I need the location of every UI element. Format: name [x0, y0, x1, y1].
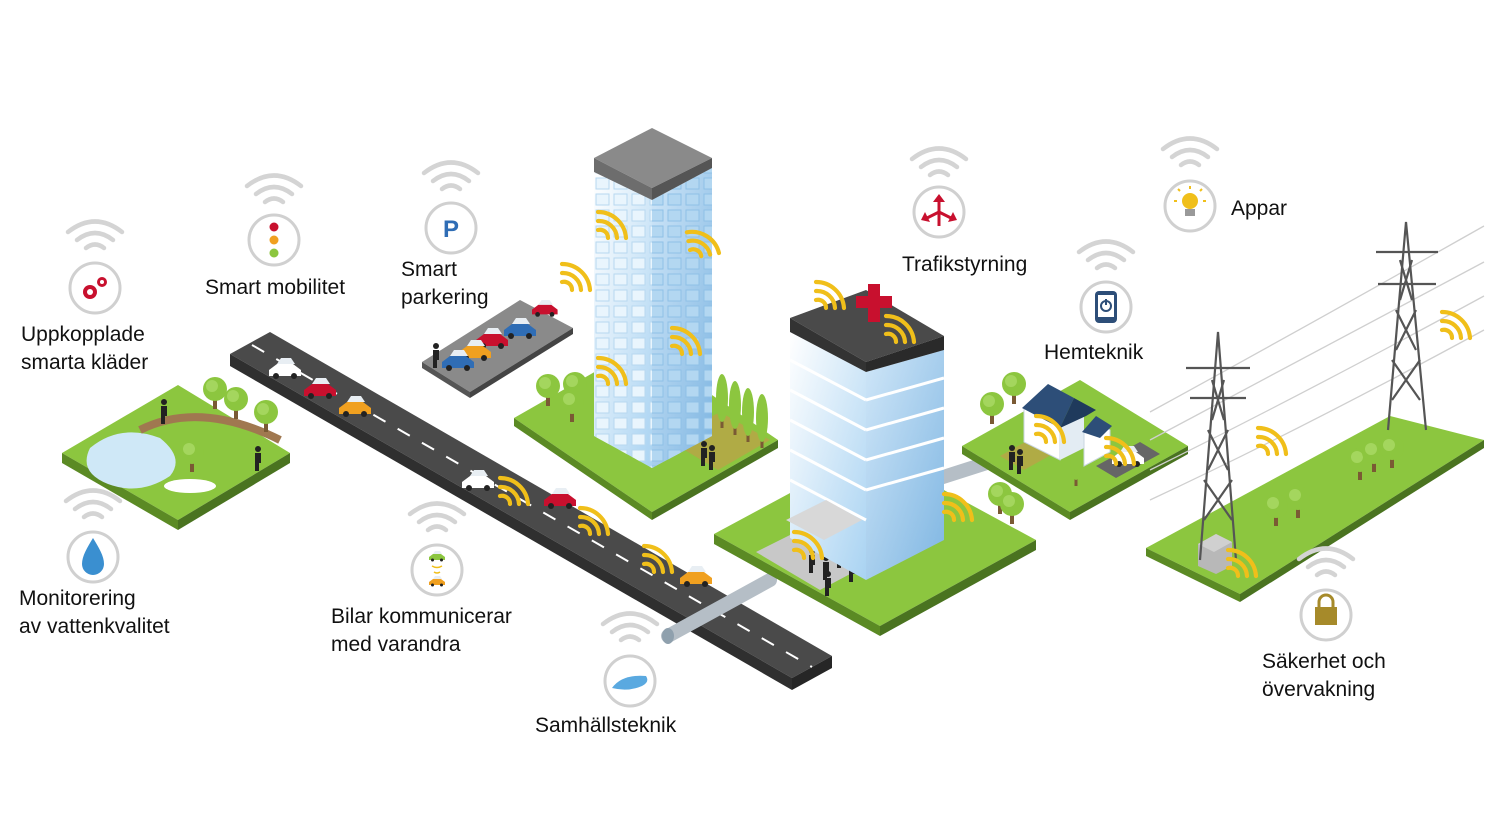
badge-mobility	[247, 176, 301, 267]
label-apps: Appar	[1231, 197, 1288, 220]
badge-apps	[1163, 139, 1217, 233]
label-parking: Smart parkering	[401, 258, 489, 309]
hospital-building	[786, 284, 945, 580]
label-water: Monitorering av vattenkvalitet	[19, 587, 170, 638]
power-wires	[1149, 225, 1485, 501]
badge-security	[1299, 549, 1353, 642]
parking-icon: P	[443, 216, 459, 243]
label-utility: Samhällsteknik	[535, 714, 677, 737]
traffic-arrows-icon	[921, 194, 957, 226]
label-security: Säkerhet och övervakning	[1262, 650, 1386, 701]
gears-icon	[83, 277, 107, 299]
label-mobility: Smart mobilitet	[205, 276, 346, 299]
cars-communicating-icon	[429, 551, 445, 587]
road-strip	[230, 332, 832, 690]
badge-clothes	[68, 222, 122, 315]
label-clothes: Uppkopplade smarta kläder	[21, 323, 149, 374]
label-traffic: Trafikstyrning	[902, 253, 1028, 276]
park-pond-tile	[62, 377, 290, 530]
tall-tower	[594, 128, 712, 468]
water-pipe-icon	[612, 675, 648, 690]
lightbulb-icon	[1174, 186, 1206, 216]
badge-traffic	[912, 149, 966, 239]
badge-water	[66, 491, 120, 584]
badge-home	[1079, 242, 1133, 334]
tablet-power-icon	[1095, 291, 1117, 323]
hospital-cross	[856, 284, 892, 322]
traffic-light-icon	[269, 222, 279, 258]
label-home: Hemteknik	[1044, 341, 1144, 364]
badge-parking: P	[424, 163, 478, 255]
badge-utility	[603, 614, 657, 708]
power-pylon-left	[1186, 331, 1250, 561]
padlock-icon	[1315, 593, 1337, 625]
label-cars: Bilar kommunicerar med varandra	[331, 605, 512, 656]
water-drop-icon	[82, 538, 104, 575]
badge-cars	[410, 504, 464, 597]
parking-lot-tile	[422, 300, 573, 398]
power-pylon-right	[1376, 221, 1438, 431]
